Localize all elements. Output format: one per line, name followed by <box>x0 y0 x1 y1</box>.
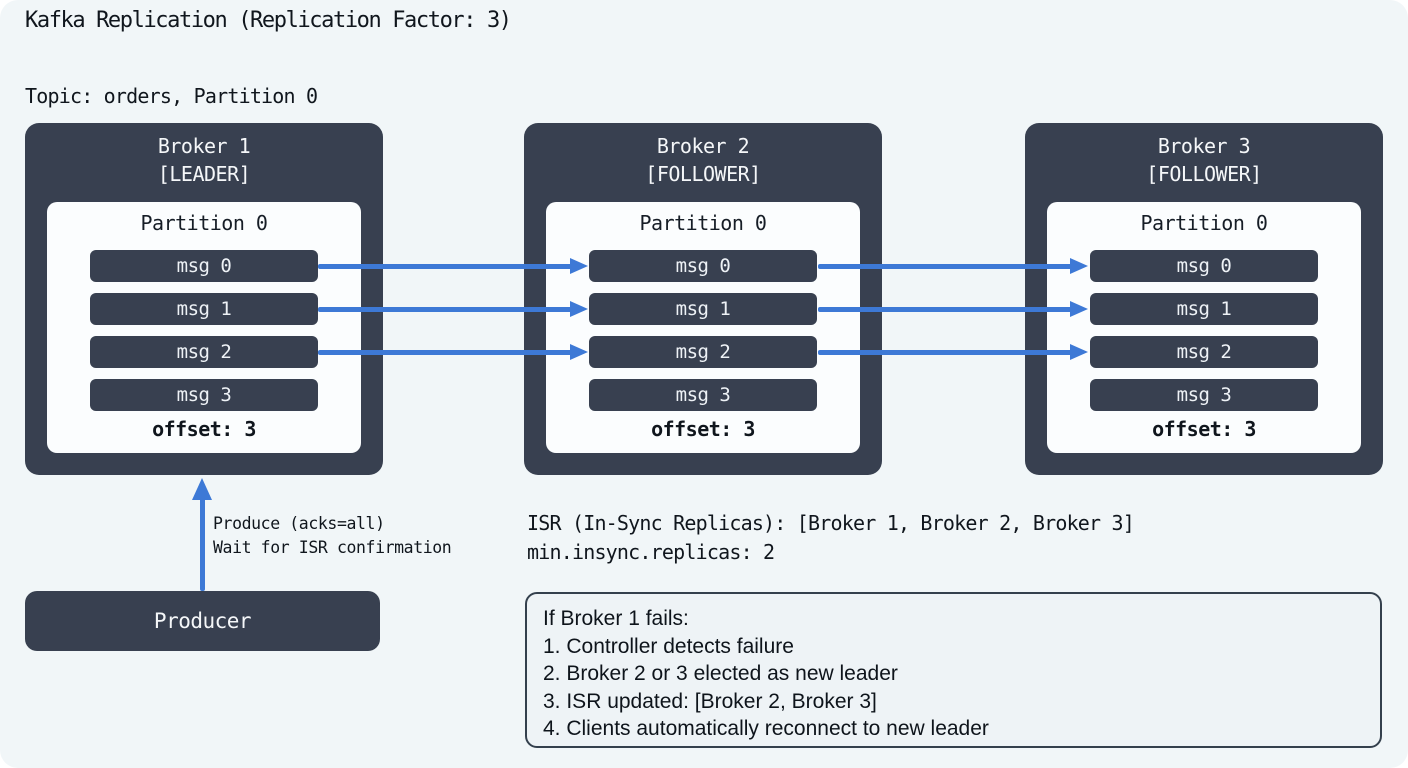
broker-1-offset: offset: 3 <box>152 417 256 441</box>
broker-1-role-leader: [LEADER] <box>157 162 251 186</box>
broker-2-msg-3: msg 3 <box>589 379 817 411</box>
failover-scenario-box: If Broker 1 fails: 1. Controller detects… <box>525 592 1382 748</box>
broker-1-partition-panel: Partition 0 msg 0 msg 1 msg 2 msg 3 offs… <box>47 202 361 453</box>
arrow-shaft <box>318 306 574 312</box>
failover-step-1: 1. Controller detects failure <box>543 634 794 658</box>
broker-2-msg-1: msg 1 <box>589 293 817 325</box>
broker-1-msg-0: msg 0 <box>90 250 318 282</box>
broker-2-partition-label: Partition 0 <box>639 211 767 235</box>
arrow-head-icon <box>570 301 588 317</box>
arrow-shaft <box>818 349 1074 355</box>
broker-1-msg-2: msg 2 <box>90 336 318 368</box>
arrow-shaft <box>818 306 1074 312</box>
broker-3-name: Broker 3 <box>1157 134 1251 158</box>
broker-1-box: Broker 1 [LEADER] Partition 0 msg 0 msg … <box>25 123 383 475</box>
arrow-head-icon <box>1070 258 1088 274</box>
broker-2-box: Broker 2 [FOLLOWER] Partition 0 msg 0 ms… <box>524 123 882 475</box>
replication-arrow-b2-b3-msg2 <box>818 344 1088 360</box>
topic-partition-label: Topic: orders, Partition 0 <box>25 84 318 108</box>
broker-3-msg-1: msg 1 <box>1090 293 1318 325</box>
arrow-head-icon <box>1070 301 1088 317</box>
arrow-shaft <box>818 263 1074 269</box>
arrow-head-icon <box>570 258 588 274</box>
isr-info: ISR (In-Sync Replicas): [Broker 1, Broke… <box>527 509 1135 567</box>
broker-1-name: Broker 1 <box>157 134 251 158</box>
broker-3-msg-2: msg 2 <box>1090 336 1318 368</box>
replication-arrow-b1-b2-msg1 <box>318 301 588 317</box>
arrow-head-up-icon <box>192 478 212 500</box>
broker-2-name: Broker 2 <box>656 134 750 158</box>
broker-3-msg-3: msg 3 <box>1090 379 1318 411</box>
broker-2-partition-panel: Partition 0 msg 0 msg 1 msg 2 msg 3 offs… <box>546 202 860 453</box>
replication-arrow-b1-b2-msg0 <box>318 258 588 274</box>
arrow-shaft <box>318 263 574 269</box>
produce-note-line1: Produce (acks=all) <box>213 514 385 533</box>
isr-replicas-line: ISR (In-Sync Replicas): [Broker 1, Broke… <box>527 511 1135 535</box>
broker-3-box: Broker 3 [FOLLOWER] Partition 0 msg 0 ms… <box>1025 123 1383 475</box>
broker-1-msg-3: msg 3 <box>90 379 318 411</box>
broker-2-msg-0: msg 0 <box>589 250 817 282</box>
arrow-head-icon <box>570 344 588 360</box>
failover-step-4: 4. Clients automatically reconnect to ne… <box>543 717 989 740</box>
produce-arrow-note: Produce (acks=all) Wait for ISR confirma… <box>213 512 452 560</box>
produce-note-line2: Wait for ISR confirmation <box>213 538 452 557</box>
failover-line-heading: If Broker 1 fails: <box>543 607 689 630</box>
broker-2-offset: offset: 3 <box>651 417 755 441</box>
broker-1-partition-label: Partition 0 <box>140 211 268 235</box>
failover-step-2: 2. Broker 2 or 3 elected as new leader <box>543 662 898 685</box>
broker-3-msg-0: msg 0 <box>1090 250 1318 282</box>
broker-3-offset: offset: 3 <box>1152 417 1256 441</box>
replication-arrow-b2-b3-msg0 <box>818 258 1088 274</box>
failover-step-3: 3. ISR updated: [Broker 2, Broker 3] <box>543 689 877 713</box>
produce-arrow-producer-to-broker1 <box>192 478 212 591</box>
broker-3-partition-label: Partition 0 <box>1140 211 1268 235</box>
arrow-shaft <box>199 498 205 591</box>
replication-arrow-b2-b3-msg1 <box>818 301 1088 317</box>
producer-box: Producer <box>25 591 380 651</box>
arrow-head-icon <box>1070 344 1088 360</box>
broker-2-msg-2: msg 2 <box>589 336 817 368</box>
arrow-shaft <box>318 349 574 355</box>
broker-2-role-follower: [FOLLOWER] <box>645 162 761 186</box>
min-insync-replicas-line: min.insync.replicas: 2 <box>527 540 775 564</box>
replication-arrow-b1-b2-msg2 <box>318 344 588 360</box>
diagram-title: Kafka Replication (Replication Factor: 3… <box>25 8 512 33</box>
broker-3-partition-panel: Partition 0 msg 0 msg 1 msg 2 msg 3 offs… <box>1047 202 1361 453</box>
broker-1-msg-1: msg 1 <box>90 293 318 325</box>
broker-3-role-follower: [FOLLOWER] <box>1146 162 1262 186</box>
